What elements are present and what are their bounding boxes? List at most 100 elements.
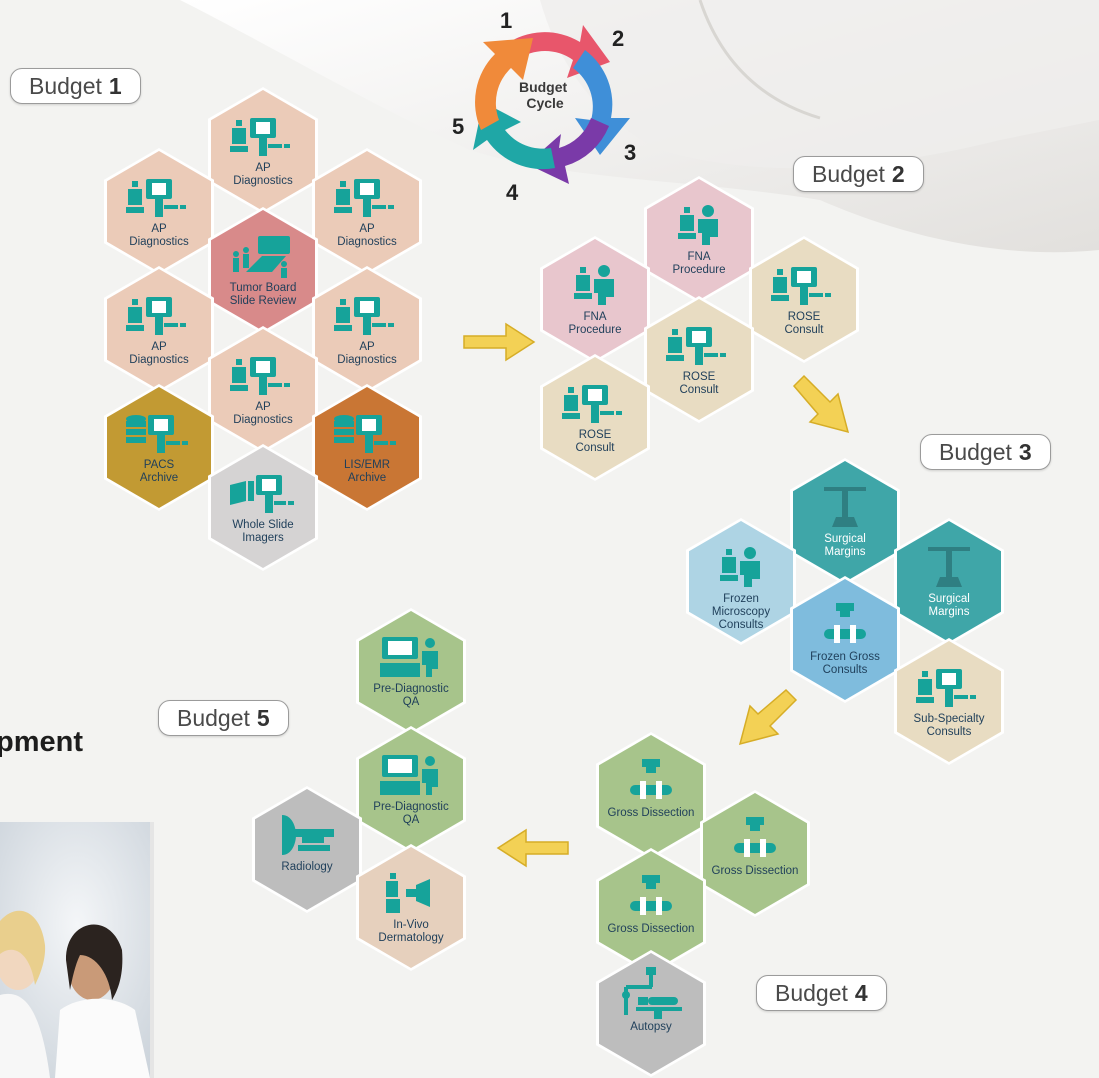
microscope-monitor-icon <box>771 267 831 305</box>
flow-arrow-right <box>463 322 536 362</box>
budget-word: Budget <box>812 160 885 187</box>
hex-label: Frozen Microscopy Consults <box>711 593 771 631</box>
hex-surgical-margins: Surgical Margins <box>894 518 1004 645</box>
hex-label: Frozen Gross Consults <box>810 651 880 676</box>
budget-word: Budget <box>775 979 848 1006</box>
hex-label: Surgical Margins <box>824 533 866 558</box>
microscope-person-icon <box>678 205 718 245</box>
hex-label: Pre-Diagnostic QA <box>373 683 449 708</box>
hex-pre-diagnostic-qa: Pre-Diagnostic QA <box>356 608 466 735</box>
cycle-title-line2: Cycle <box>526 95 564 111</box>
budget-number: 5 <box>256 704 270 731</box>
hex-label: Gross Dissection <box>607 923 695 935</box>
microscope-monitor-icon <box>334 297 394 335</box>
hex-label: In-Vivo Dermatology <box>378 919 444 944</box>
hex-label: ROSE Consult <box>784 311 824 336</box>
budget-cycle-wheel: Budget Cycle 1 2 3 4 5 <box>452 8 636 205</box>
grossing-station-icon <box>630 759 672 799</box>
budget-word: Budget <box>177 704 250 731</box>
hex-label: Surgical Margins <box>928 593 970 618</box>
hex-label: AP Diagnostics <box>233 162 293 187</box>
hex-label: AP Diagnostics <box>129 341 189 366</box>
hex-label: FNA Procedure <box>672 251 726 276</box>
meeting-icon <box>233 236 290 278</box>
dermatology-device-icon <box>386 873 430 913</box>
hex-ap-diagnostics: AP Diagnostics <box>104 148 214 275</box>
hex-label: AP Diagnostics <box>233 401 293 426</box>
budget-number: 3 <box>1018 438 1032 465</box>
cycle-segment-5 <box>475 38 533 130</box>
microscope-monitor-icon <box>230 357 290 395</box>
hex-gross-dissection: Gross Dissection <box>700 790 810 917</box>
cycle-step-2: 2 <box>612 26 624 51</box>
hex-label: Pre-Diagnostic QA <box>373 801 449 826</box>
flow-arrow-left <box>496 828 569 868</box>
hex-label: Sub-Specialty Consults <box>913 713 985 738</box>
hex-label: AP Diagnostics <box>129 223 189 248</box>
workstation-icon <box>380 755 438 795</box>
cycle-step-5: 5 <box>452 114 464 139</box>
hex-label: Gross Dissection <box>607 807 695 819</box>
cycle-step-3: 3 <box>624 140 636 165</box>
microscope-monitor-icon <box>916 669 976 707</box>
section-heading: pment <box>0 726 83 758</box>
cycle-step-1: 1 <box>500 8 512 33</box>
flow-arrow-down-left <box>738 688 798 746</box>
hex-label: PACS Archive <box>139 459 179 484</box>
grossing-station-icon <box>824 603 866 643</box>
budget-number: 2 <box>891 160 905 187</box>
hex-label: AP Diagnostics <box>337 341 397 366</box>
hex-label: ROSE Consult <box>679 371 719 396</box>
hex-ap-diagnostics: AP Diagnostics <box>312 148 422 275</box>
microscope-person-icon <box>720 547 760 587</box>
cycle-title-line1: Budget <box>519 79 568 95</box>
microscope-monitor-icon <box>666 327 726 365</box>
workstation-icon <box>380 637 438 677</box>
cycle-step-4: 4 <box>506 180 519 205</box>
hex-label: FNA Procedure <box>568 311 622 336</box>
grossing-station-icon <box>734 817 776 857</box>
hex-label: Radiology <box>281 861 333 873</box>
hex-label: Gross Dissection <box>711 865 799 877</box>
database-monitor-icon <box>334 415 396 453</box>
microscope-monitor-icon <box>126 179 186 217</box>
microscope-monitor-icon <box>334 179 394 217</box>
hex-frozen-microscopy-consults: Frozen Microscopy Consults <box>686 518 796 645</box>
microscope-person-icon <box>574 265 614 305</box>
hex-label: AP Diagnostics <box>337 223 397 248</box>
hex-label: Tumor Board Slide Review <box>229 282 297 307</box>
hex-sub-specialty-consults: Sub-Specialty Consults <box>894 638 1004 765</box>
scanner-monitor-icon <box>230 475 294 513</box>
grossing-station-icon <box>630 875 672 915</box>
budget-word: Budget <box>29 72 102 99</box>
hex-in-vivo-dermatology: In-Vivo Dermatology <box>356 844 466 971</box>
hex-pre-diagnostic-qa: Pre-Diagnostic QA <box>356 726 466 853</box>
flow-arrow-down-right <box>792 374 850 434</box>
hex-frozen-gross-consults: Frozen Gross Consults <box>790 576 900 703</box>
budget-number: 1 <box>108 72 122 99</box>
microscope-monitor-icon <box>562 385 622 423</box>
hex-label: ROSE Consult <box>575 429 615 454</box>
autopsy-table-icon <box>622 967 682 1019</box>
hex-radiology: Radiology <box>252 786 362 913</box>
hex-label: Autopsy <box>630 1021 672 1033</box>
hex-label: Whole Slide Imagers <box>232 519 294 544</box>
microscope-monitor-icon <box>230 118 290 156</box>
doctors-photo <box>0 822 154 1078</box>
hex-gross-dissection: Gross Dissection <box>596 732 706 859</box>
hex-whole-slide-imagers: Whole Slide Imagers <box>208 444 318 571</box>
hex-label: LIS/EMR Archive <box>343 459 390 484</box>
microscope-monitor-icon <box>126 297 186 335</box>
budget-word: Budget <box>939 438 1012 465</box>
surgical-lamp-icon <box>928 547 970 587</box>
budget-number: 4 <box>854 979 868 1006</box>
database-monitor-icon <box>126 415 188 453</box>
surgical-lamp-icon <box>824 487 866 527</box>
ct-scanner-icon <box>282 815 334 855</box>
